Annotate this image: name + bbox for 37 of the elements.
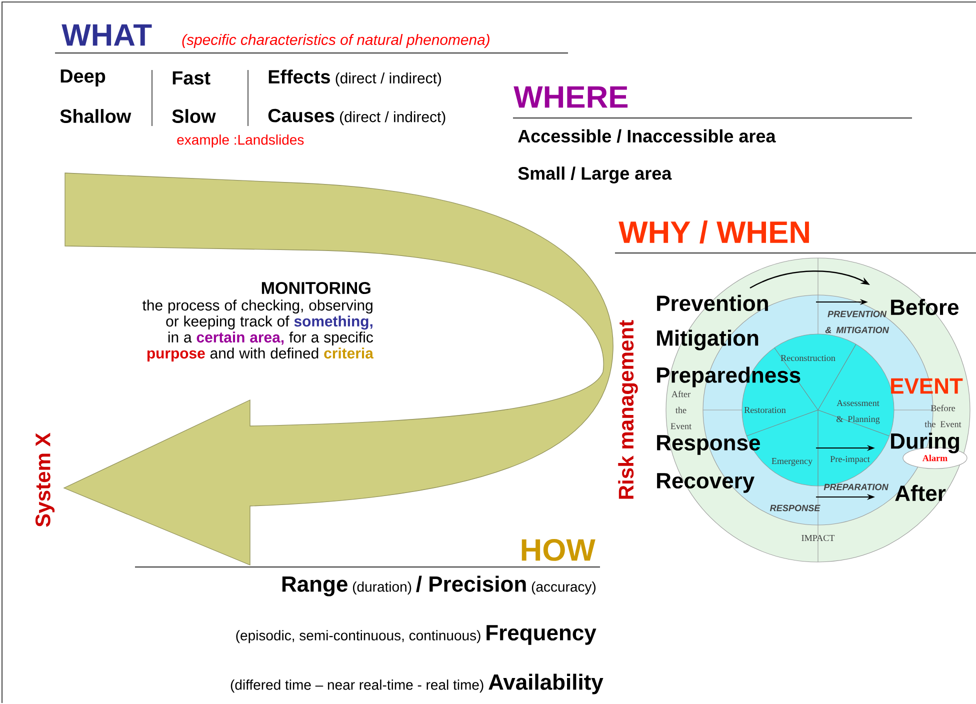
term: Deep: [60, 70, 106, 86]
ring-label: Restoration: [744, 406, 786, 414]
axis-title: Risk management: [618, 320, 638, 499]
subheading: (specific characteristics of natural phenomena): [182, 34, 490, 48]
term: Small / Large area: [518, 166, 672, 184]
ring-label: PREPARATION: [824, 484, 888, 490]
phase-label: Recovery: [657, 473, 755, 493]
term: Slow: [172, 109, 216, 123]
ring-label: Before the Event: [924, 404, 962, 428]
ring-label: Emergency: [772, 458, 813, 466]
heading: WHY / WHEN: [618, 220, 809, 244]
ring-label: IMPACT: [802, 534, 835, 542]
phase-label: EVENT: [891, 378, 963, 394]
heading: WHAT: [62, 24, 152, 46]
term: Fast: [172, 71, 210, 85]
criterion: Range (duration) / Precision (accuracy): [282, 576, 596, 596]
ring-label: Assessment & Planning: [836, 400, 880, 424]
ring-label: PREVENTION & MITIGATION: [825, 310, 890, 334]
criterion: (differed time – near real-time - real time) Availability: [230, 674, 604, 694]
ring-label: RESPONSE: [770, 504, 820, 512]
ring-label: Reconstruction: [780, 354, 836, 362]
phase-label: Before: [891, 298, 959, 316]
term: Causes (direct / indirect): [268, 108, 446, 126]
term: Effects (direct / indirect): [268, 70, 441, 86]
note: example :Landslides: [177, 134, 304, 148]
axis-title: System X: [35, 432, 55, 527]
description: the process of checking, observing or keeping track of something, in a certain area, for a specific purpose and with defined criteria: [142, 300, 374, 362]
phase-label: Prevention: [657, 294, 768, 312]
term: Accessible / Inaccessible area: [518, 129, 776, 143]
ring-label: Pre-impact: [830, 456, 870, 464]
ring-label: After the Event: [670, 390, 692, 430]
heading: HOW: [522, 539, 596, 561]
phase-label: Mitigation: [657, 330, 758, 350]
heading: MONITORING: [262, 282, 370, 294]
heading: WHERE: [514, 86, 628, 108]
criterion: (episodic, semi-continuous, continuous) Frequency: [236, 625, 596, 645]
term: Shallow: [60, 109, 132, 123]
